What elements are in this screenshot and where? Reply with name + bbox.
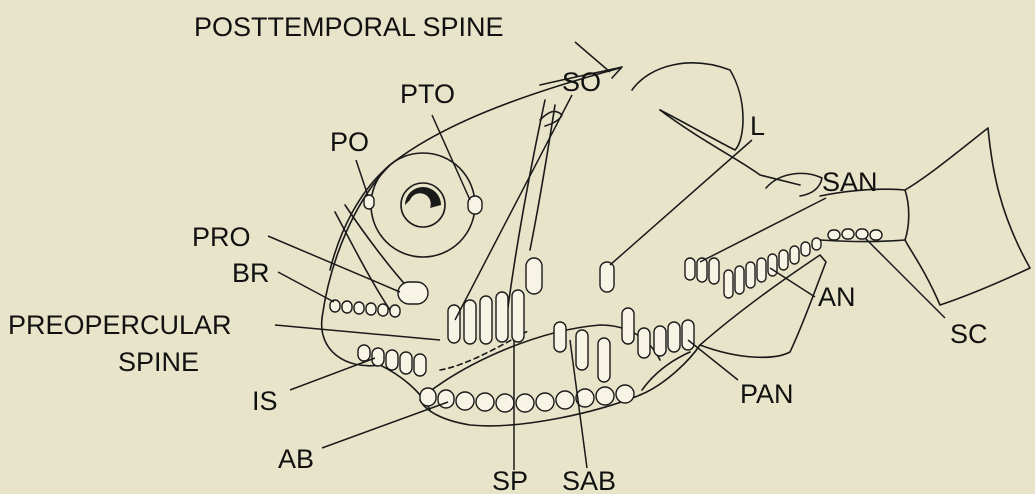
label-an: AN <box>818 282 856 312</box>
leader-po <box>356 160 368 196</box>
leader-an <box>770 268 815 297</box>
label-pto: PTO <box>400 79 455 109</box>
label-sc: SC <box>950 319 988 349</box>
label-ab: AB <box>278 444 314 474</box>
photophore-so <box>526 258 542 294</box>
label-pro: PRO <box>192 222 251 252</box>
label-posttemporal-spine: POSTTEMPORAL SPINE <box>194 12 504 42</box>
label-so: SO <box>562 67 601 97</box>
label-l: L <box>750 111 765 141</box>
label-po: PO <box>330 127 369 157</box>
leader-pro <box>268 236 400 292</box>
photophore-pro <box>398 282 428 304</box>
leader-preopercular-spine <box>275 325 440 340</box>
photophore-row-an <box>724 238 821 298</box>
leader-lines <box>268 42 945 470</box>
leader-ab <box>322 402 448 448</box>
leader-br <box>278 272 334 302</box>
label-sab: SAB <box>562 466 616 494</box>
label-san: SAN <box>822 167 878 197</box>
leader-pan <box>688 340 738 380</box>
photophore-row-san <box>685 258 719 284</box>
photophore-row-sab <box>554 322 610 382</box>
label-sp: SP <box>492 466 528 494</box>
leader-is <box>290 358 375 390</box>
photophore-row-pan <box>622 308 694 358</box>
label-br: BR <box>232 258 270 288</box>
label-is: IS <box>252 386 278 416</box>
photophore-row-sc <box>828 229 882 240</box>
fish-outline <box>322 63 1030 426</box>
photophore-row-sp <box>448 290 524 344</box>
labels: POSTTEMPORAL SPINE PTO PO SO L SAN PRO B… <box>8 12 988 494</box>
label-pan: PAN <box>740 379 794 409</box>
photophores <box>330 195 882 412</box>
photophore-row-br <box>330 300 400 317</box>
label-preopercular-line1: PREOPERCULAR <box>8 310 232 340</box>
label-preopercular-line2: SPINE <box>118 347 199 377</box>
photophore-l <box>600 262 614 292</box>
leader-sc <box>865 238 945 318</box>
photophore-po <box>364 195 374 209</box>
